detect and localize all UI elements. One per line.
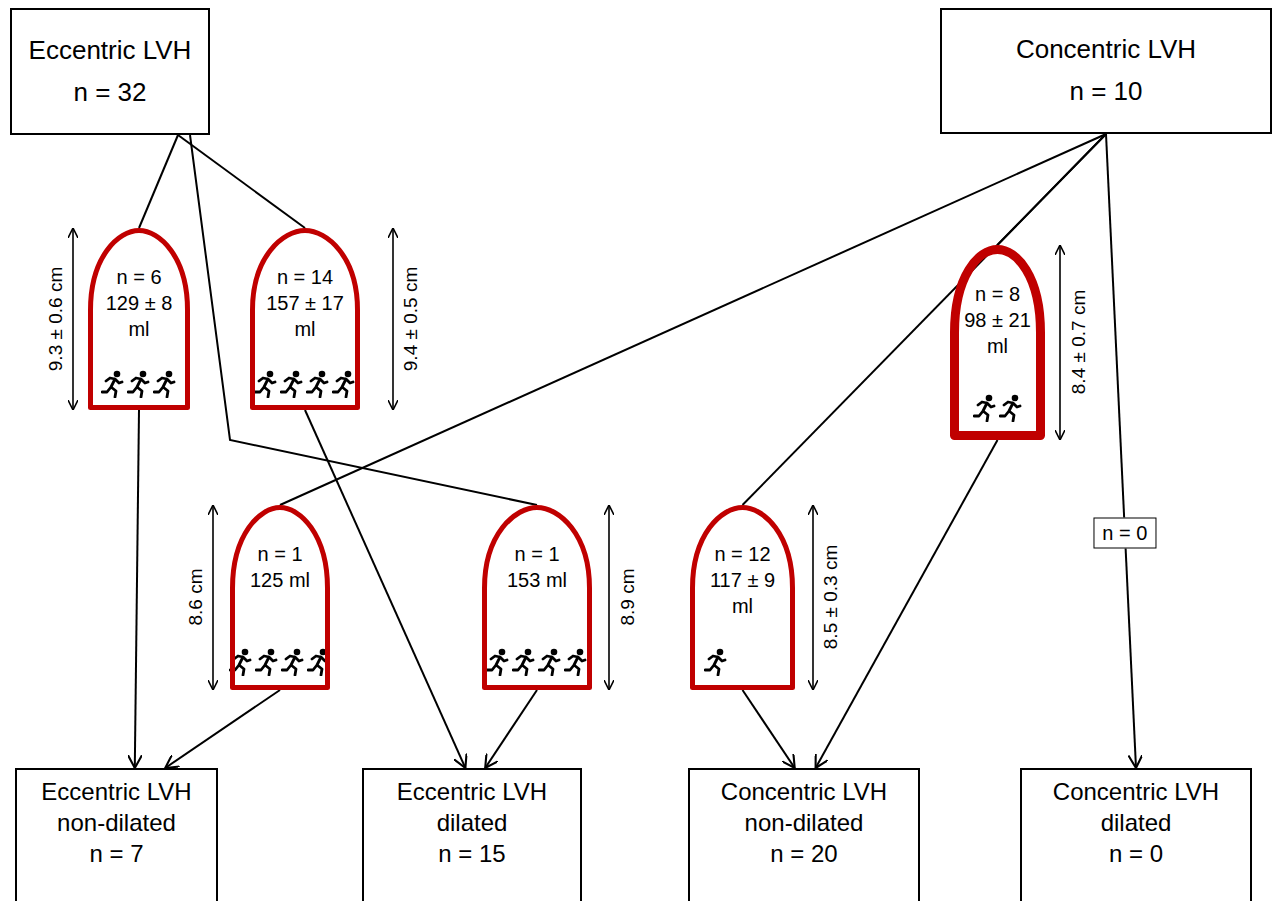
node-count: 153 ml	[494, 567, 580, 593]
node-count: n = 32	[73, 76, 146, 110]
flow-connector	[1106, 134, 1136, 768]
dimension-arrows	[73, 229, 1060, 689]
edge-count-label: n = 0	[1093, 518, 1156, 549]
flow-connector	[139, 135, 178, 228]
ventricle-wall	[955, 250, 1041, 436]
ventricle-shape: n = 898 ± 21 ml	[950, 245, 1045, 440]
flow-connector	[998, 134, 1107, 245]
node-heading: n = 14	[262, 264, 348, 290]
node-heading: n = 8	[962, 281, 1033, 307]
ventricle-shape: n = 1153 ml	[482, 505, 592, 690]
node-count: 129 ± 8 ml	[100, 290, 178, 342]
ventricle-wall	[693, 508, 793, 688]
node-heading: n = 6	[100, 264, 178, 290]
node-count: 157 ± 17 ml	[262, 290, 348, 342]
node-heading: Concentric LVH	[1016, 33, 1196, 67]
dimension-label: 9.3 ± 0.6 cm	[45, 265, 67, 373]
flow-connector	[743, 690, 795, 768]
node-count: n = 10	[1069, 75, 1142, 109]
node-heading: Concentric LVH non-dilated	[700, 776, 908, 838]
ventricle-outline	[482, 505, 592, 690]
ventricle-shape: n = 1125 ml	[230, 505, 330, 690]
flow-connector	[190, 135, 537, 505]
category-box: Eccentric LVH n = 32	[10, 8, 210, 135]
category-box: Concentric LVH dilatedn = 0	[1020, 768, 1252, 901]
dimension-label: 8.6 cm	[185, 566, 207, 627]
ventricle-wall	[485, 508, 590, 688]
node-count: n = 20	[770, 838, 837, 869]
node-heading: Concentric LVH dilated	[1032, 776, 1240, 838]
ventricle-outline	[230, 505, 330, 690]
flow-connector	[280, 134, 1106, 505]
node-heading: n = 12	[702, 541, 783, 567]
ventricle-text: n = 14157 ± 17 ml	[250, 264, 360, 342]
ventricle-shape: n = 12117 ± 9 ml	[690, 505, 795, 690]
flow-connector	[485, 690, 537, 768]
ventricle-shape: n = 6129 ± 8 ml	[88, 228, 190, 410]
category-box: Concentric LVH non-dilatedn = 20	[688, 768, 920, 901]
node-count: 125 ml	[242, 567, 318, 593]
node-count: 117 ± 9 ml	[702, 567, 783, 619]
node-heading: Eccentric LVH	[29, 34, 192, 68]
node-heading: Eccentric LVH dilated	[374, 776, 570, 838]
ventricle-text: n = 6129 ± 8 ml	[88, 264, 190, 342]
node-count: 98 ± 21 ml	[962, 307, 1033, 359]
dimension-label: 8.9 cm	[617, 566, 639, 627]
dimension-label: 9.4 ± 0.5 cm	[400, 265, 422, 373]
ventricle-wall	[233, 508, 328, 688]
node-heading: Eccentric LVH non-dilated	[27, 776, 206, 838]
flow-connector	[135, 410, 139, 768]
node-heading: n = 1	[494, 541, 580, 567]
ventricle-text: n = 1153 ml	[482, 541, 592, 593]
node-count: n = 0	[1109, 838, 1163, 869]
ventricle-wall	[91, 231, 188, 408]
ventricle-shape: n = 14157 ± 17 ml	[250, 228, 360, 410]
ventricle-wall	[253, 231, 358, 408]
dimension-label: 8.4 ± 0.7 cm	[1068, 288, 1090, 396]
category-box: Eccentric LVH non-dilatedn = 7	[15, 768, 218, 901]
node-count: n = 7	[89, 838, 143, 869]
ventricle-text: n = 12117 ± 9 ml	[690, 541, 795, 619]
ventricle-text: n = 1125 ml	[230, 541, 330, 593]
node-heading: n = 1	[242, 541, 318, 567]
node-count: n = 15	[438, 838, 505, 869]
flow-connector	[743, 134, 1107, 505]
flow-connector	[165, 690, 280, 768]
dimension-label: 8.5 ± 0.3 cm	[820, 543, 842, 651]
flow-connector	[816, 440, 998, 768]
category-box: Concentric LVH n = 10	[940, 8, 1272, 134]
ventricle-text: n = 898 ± 21 ml	[950, 281, 1045, 359]
runner-icons	[102, 371, 1020, 675]
category-box: Eccentric LVH dilatedn = 15	[362, 768, 582, 901]
